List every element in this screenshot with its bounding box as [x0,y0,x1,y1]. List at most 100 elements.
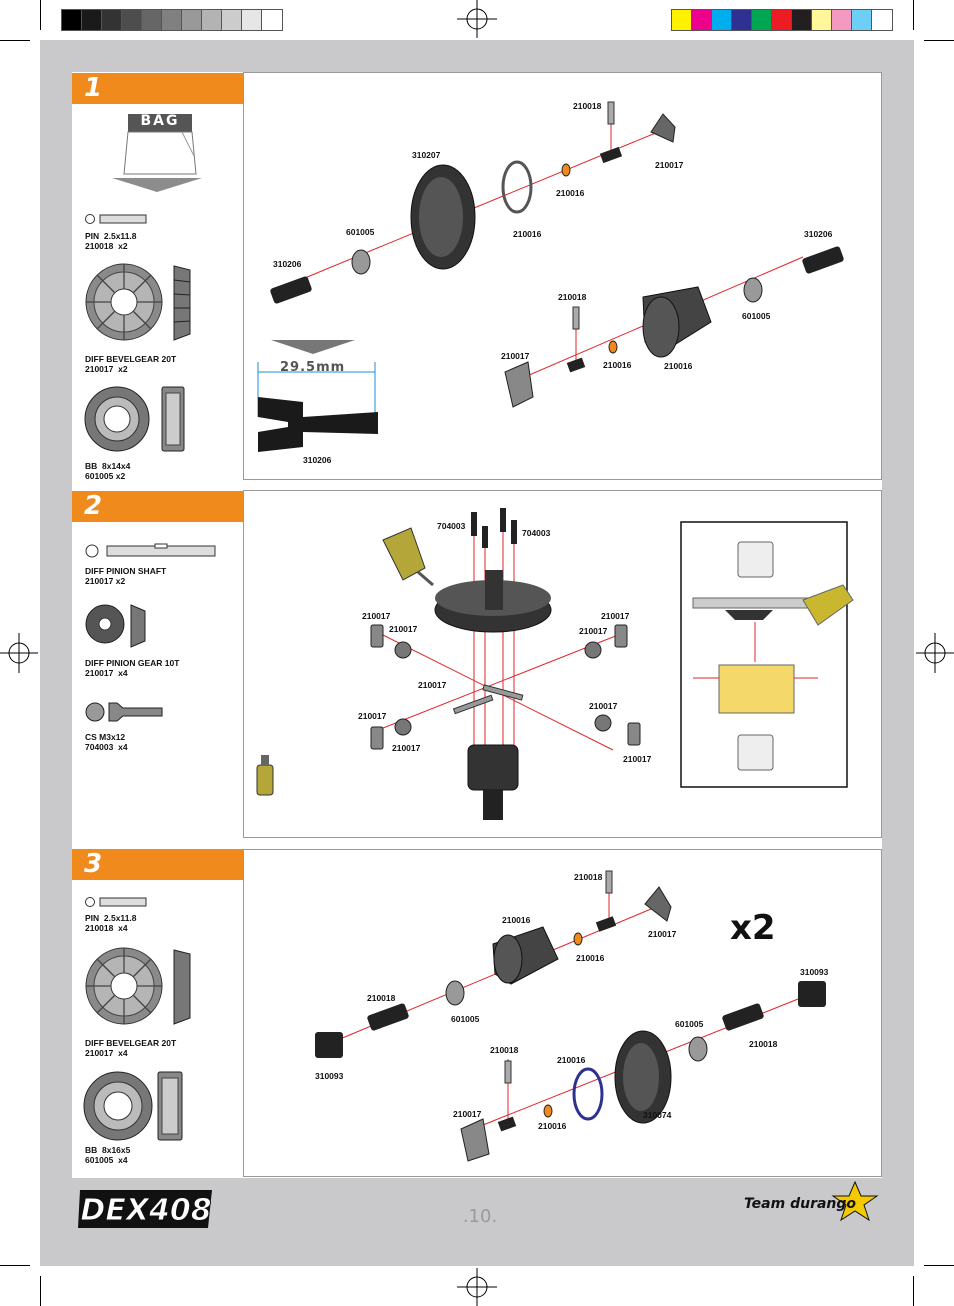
part-callout: 210017 [623,754,652,764]
bearing-icon [83,1071,183,1141]
part-callout: 210018 [490,1045,519,1055]
part-callout: 210017 [655,160,684,170]
crop-mark [40,1276,41,1306]
screw-icon [85,702,163,722]
step-1-panel [243,72,882,480]
pinion-shaft-icon [85,543,216,558]
part-callout: 310074 [643,1110,672,1120]
multiplier-label: x2 [730,908,776,948]
step-1-exploded-diagram [257,101,844,452]
grey-swatch [161,9,183,31]
part-callout: 310206 [273,259,302,269]
part-callout: 704003 [437,521,466,531]
color-swatch [711,9,733,31]
part-code: 601005 x2 [85,471,126,481]
color-swatch [811,9,833,31]
part-callout: 210016 [513,229,542,239]
part-name: BB 8x14x4 [85,461,131,471]
crop-mark [913,0,914,30]
part-callout: 210018 [367,993,396,1003]
dex408-logo-text: DEX408 [80,1193,211,1228]
crop-mark [40,0,41,30]
crop-mark [924,40,954,41]
part-callout: 704003 [522,528,551,538]
crop-mark [0,1265,30,1266]
color-swatch [831,9,853,31]
part-code: 210017 x2 [85,576,126,586]
part-callout: 210016 [557,1055,586,1065]
part-callout: 210017 [358,711,387,721]
color-swatch [791,9,813,31]
grey-swatch [201,9,223,31]
part-code: 210017 x2 [85,364,128,374]
step-number: 3 [84,849,103,879]
part-callout: 210018 [574,872,603,882]
part-callout: 210017 [453,1109,482,1119]
part-callout: 210018 [573,101,602,111]
step-number: 1 [84,73,103,103]
team-durango-logo: Team durango [744,1180,879,1222]
part-callout: 210016 [603,360,632,370]
page-number: .10. [462,1206,498,1227]
part-callout: 310093 [800,967,829,977]
dex408-logo: DEX408 [78,1190,212,1229]
pin-icon [85,897,147,907]
part-callout: 210017 [579,626,608,636]
part-callout: 310206 [804,229,833,239]
grey-swatch [61,9,83,31]
grey-swatch [241,9,263,31]
grey-swatch [101,9,123,31]
grey-swatch [81,9,103,31]
part-name: DIFF BEVELGEAR 20T [85,354,177,364]
part-code: 210018 x2 [85,241,128,251]
part-callout: 310207 [412,150,441,160]
bevelgear-icon [85,947,191,1025]
grey-swatch [261,9,283,31]
part-name: DIFF PINION GEAR 10T [85,658,180,668]
part-callout: 210017 [501,351,530,361]
step-2-header: 2 [72,491,243,522]
bag-label: BAG [140,113,180,129]
color-swatch [751,9,773,31]
part-code: 210017 x4 [85,668,128,678]
part-callout: 210016 [502,915,531,925]
part-callout: 210017 [601,611,630,621]
part-callout: 210016 [664,361,693,371]
part-name: DIFF BEVELGEAR 20T [85,1038,177,1048]
grey-swatch [221,9,243,31]
color-swatch [871,9,893,31]
part-callout: 210017 [362,611,391,621]
part-callout: 601005 [675,1019,704,1029]
crop-mark [0,40,30,41]
part-callout: 210017 [392,743,421,753]
color-swatch [731,9,753,31]
part-callout: 210017 [648,929,677,939]
color-swatch [671,9,693,31]
part-name: CS M3x12 [85,732,126,742]
step-3-header: 3 [72,849,243,880]
part-code: 601005 x4 [85,1155,128,1165]
grey-swatch [121,9,143,31]
part-callout: 210016 [556,188,585,198]
part-callout: 601005 [742,311,771,321]
part-callout: 210017 [418,680,447,690]
part-callout: 210016 [576,953,605,963]
crop-mark [924,1265,954,1266]
part-name: DIFF PINION SHAFT [85,566,167,576]
part-callout: 210016 [538,1121,567,1131]
part-callout: 601005 [451,1014,480,1024]
part-callout: 210018 [558,292,587,302]
step-2-exploded-diagram [256,508,854,820]
part-code: 210017 x4 [85,1048,128,1058]
part-name: PIN 2.5x11.8 [85,913,137,923]
color-swatch [691,9,713,31]
grey-swatch [141,9,163,31]
part-code: 704003 x4 [85,742,128,752]
pinion-gear-icon [85,604,146,648]
color-swatch [851,9,873,31]
grey-swatch [181,9,203,31]
pin-icon [85,214,147,224]
bevelgear-icon [85,263,191,341]
part-callout: 210018 [749,1039,778,1049]
dimension-label: 29.5mm [280,360,346,375]
